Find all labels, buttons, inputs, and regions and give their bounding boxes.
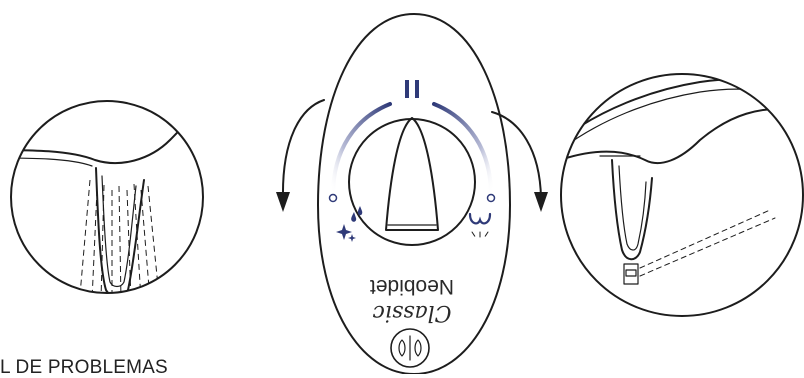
brand-model: Classic: [373, 300, 452, 325]
left-detail-circle: [10, 100, 204, 294]
dryer-air-icon: [468, 212, 492, 241]
rotate-left-arrow-icon: [276, 99, 325, 212]
right-arc-end: [486, 193, 496, 203]
left-intensity-arc: [331, 102, 392, 197]
neobidet-logo-icon: [390, 328, 430, 368]
section-heading: L DE PROBLEMAS: [0, 357, 168, 378]
rotate-right-arrow-icon: [491, 111, 548, 212]
brand-name: Neobidet: [370, 275, 454, 298]
control-panel: Classic Neobidet: [317, 13, 511, 374]
pause-icon: [405, 80, 419, 98]
left-arc-end: [328, 193, 338, 203]
rotary-knob[interactable]: [348, 117, 476, 246]
right-detail-circle: [560, 73, 804, 317]
right-intensity-arc: [432, 102, 493, 197]
sparkle-drops-icon: [336, 206, 363, 242]
